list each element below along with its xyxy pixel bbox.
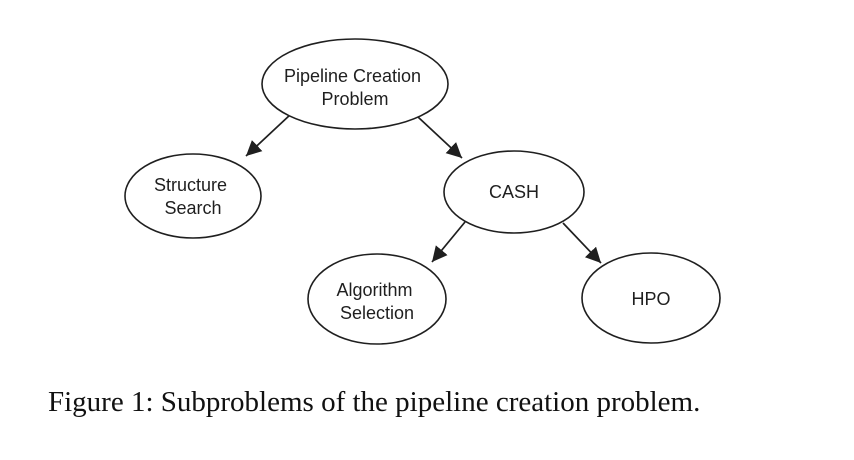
node-hpo: HPO bbox=[581, 252, 721, 344]
node-cash: CASH bbox=[443, 150, 585, 234]
algorithm-selection-ellipse bbox=[307, 253, 447, 345]
node-label-line: CASH bbox=[489, 182, 539, 202]
edge-cash-to-algorithm-arrow bbox=[431, 221, 466, 263]
edge-pipeline-to-structure-arrow bbox=[245, 113, 292, 157]
node-label: Algorithm Selection bbox=[336, 280, 417, 323]
figure-caption: Figure 1: Subproblems of the pipeline cr… bbox=[48, 386, 701, 418]
edge-pipeline-to-cash-arrow bbox=[417, 116, 463, 159]
cash-ellipse bbox=[443, 150, 585, 234]
diagram-canvas: Pipeline Creation Problem Structure Sear… bbox=[124, 38, 721, 345]
node-label-line: Algorithm bbox=[336, 280, 412, 300]
node-label: HPO bbox=[631, 289, 670, 309]
structure-search-ellipse bbox=[124, 153, 262, 239]
node-label: CASH bbox=[489, 182, 539, 202]
node-label-line: HPO bbox=[631, 289, 670, 309]
node-label-line: Problem bbox=[321, 89, 388, 109]
node-pipeline-creation-problem: Pipeline Creation Problem bbox=[261, 38, 449, 130]
node-label: Pipeline Creation Problem bbox=[284, 66, 426, 109]
node-label-line: Pipeline Creation bbox=[284, 66, 421, 86]
node-label-line: Selection bbox=[340, 303, 414, 323]
node-algorithm-selection: Algorithm Selection bbox=[307, 253, 447, 345]
hpo-ellipse bbox=[581, 252, 721, 344]
node-label: Structure Search bbox=[154, 175, 232, 218]
node-label-line: Structure bbox=[154, 175, 227, 195]
edge-cash-to-hpo-arrow bbox=[562, 222, 602, 264]
node-label-line: Search bbox=[164, 198, 221, 218]
node-structure-search: Structure Search bbox=[124, 153, 262, 239]
pipeline-creation-problem-ellipse bbox=[261, 38, 449, 130]
